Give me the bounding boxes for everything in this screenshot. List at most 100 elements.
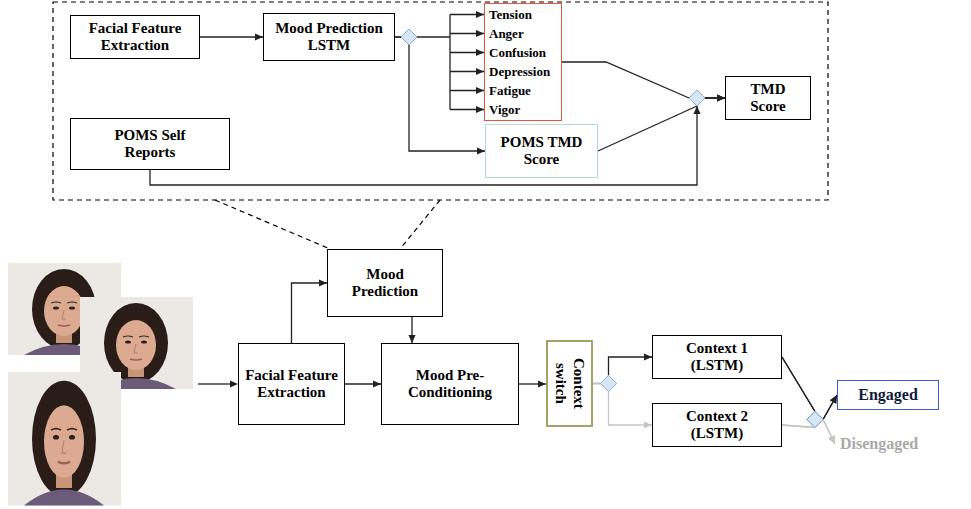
connector-line [562, 62, 689, 98]
process-box: Mood Prediction [327, 249, 443, 317]
arrow-head [319, 279, 327, 286]
junction-diamond [807, 412, 823, 428]
connector [598, 90, 725, 151]
zoom-line [215, 200, 330, 249]
junction-diamond [689, 90, 705, 106]
junction-diamond [689, 90, 705, 106]
node-text: Confusion [489, 43, 557, 62]
arrow-head [477, 147, 485, 154]
input-box: POMS Self Reports [70, 118, 230, 170]
junction-diamond [689, 90, 705, 106]
connector [782, 412, 835, 445]
connector-line [417, 36, 450, 37]
face-photo [8, 372, 121, 505]
junction-diamond [807, 412, 823, 428]
arrow-head [230, 380, 238, 387]
connector-line [782, 357, 815, 412]
connector-line [598, 106, 697, 151]
process-box: Facial Feature Extraction [238, 343, 345, 425]
arrow-head [476, 68, 484, 75]
lstm-box: Context 2 (LSTM) [652, 403, 782, 447]
junction-diamond [601, 376, 617, 392]
connector-line [823, 395, 837, 420]
connector-line [593, 383, 601, 384]
connector-line [593, 383, 601, 384]
connector [593, 376, 653, 429]
connector-line [200, 36, 263, 37]
switch-box: Context switch [546, 340, 593, 427]
connector [150, 90, 725, 185]
score-box: POMS TMD Score [485, 124, 598, 178]
arrow-head [476, 11, 484, 18]
lstm-box: Context 1 (LSTM) [652, 335, 782, 379]
connector [395, 29, 485, 155]
connector-line [823, 420, 835, 445]
connector [200, 33, 263, 40]
arrow-head [693, 106, 700, 114]
node-text: Context 2 (LSTM) [673, 408, 761, 443]
connector [345, 380, 381, 387]
process-box: Facial Feature Extraction [70, 15, 200, 59]
arrow-head [717, 94, 725, 101]
node-text: Fatigue [489, 81, 557, 100]
node-text: Facial Feature Extraction [245, 367, 338, 402]
process-box: Mood Pre-Conditioning [381, 343, 519, 425]
arrow-head [717, 94, 725, 101]
connector-line [395, 36, 401, 37]
node-text: Tension [489, 5, 557, 24]
connector [593, 353, 653, 391]
arrow-head [476, 30, 484, 37]
connector-line [823, 420, 835, 445]
connector-line [782, 425, 815, 428]
node-text: Mood Prediction LSTM [270, 20, 388, 55]
node-text: POMS TMD Score [492, 134, 591, 169]
connector-line [409, 45, 485, 151]
connector [562, 62, 725, 106]
output-text: Disengaged [835, 430, 923, 458]
arrow-head [255, 33, 263, 40]
mood-dimension-list: TensionAngerConfusionDepressionFatigueVi… [484, 3, 562, 121]
connector-line [395, 36, 401, 37]
node-text: Disengaged [840, 435, 918, 453]
zoom-line [400, 200, 440, 249]
arrow-head [830, 395, 837, 404]
connector-line [782, 425, 815, 428]
node-text: Mood Pre-Conditioning [388, 367, 512, 402]
arrow-head [408, 335, 415, 343]
junction-diamond [807, 412, 823, 428]
node-text: Mood Prediction [342, 266, 428, 301]
output-box: TMD Score [725, 76, 811, 120]
junction-diamond [401, 29, 417, 45]
arrow-head [373, 380, 381, 387]
node-text: Engaged [844, 386, 932, 404]
connector [782, 395, 837, 428]
output-box: Engaged [837, 380, 939, 410]
arrow-head [828, 435, 835, 444]
node-text: Context 1 (LSTM) [673, 340, 761, 375]
node-text: POMS Self Reports [101, 127, 199, 162]
node-text: Facial Feature Extraction [77, 20, 193, 55]
connector-line [609, 392, 653, 426]
arrow-head [476, 87, 484, 94]
arrow-head [476, 49, 484, 56]
arrow-head [644, 353, 652, 360]
node-text: Vigor [489, 100, 557, 119]
junction-diamond [601, 376, 617, 392]
arrow-head [644, 421, 652, 428]
connector [519, 380, 546, 387]
connector-line [823, 395, 837, 420]
node-text: Anger [489, 24, 557, 43]
arrow-head [476, 106, 484, 113]
connector-line [449, 15, 450, 110]
connector [292, 279, 328, 343]
junction-diamond [807, 412, 823, 428]
node-text: Depression [489, 62, 557, 81]
lstm-box: Mood Prediction LSTM [263, 13, 395, 61]
input-arrow [198, 383, 230, 384]
connector [782, 357, 835, 444]
node-text: Context switch [552, 345, 587, 422]
arrow-head [717, 94, 725, 101]
connector [408, 317, 415, 343]
